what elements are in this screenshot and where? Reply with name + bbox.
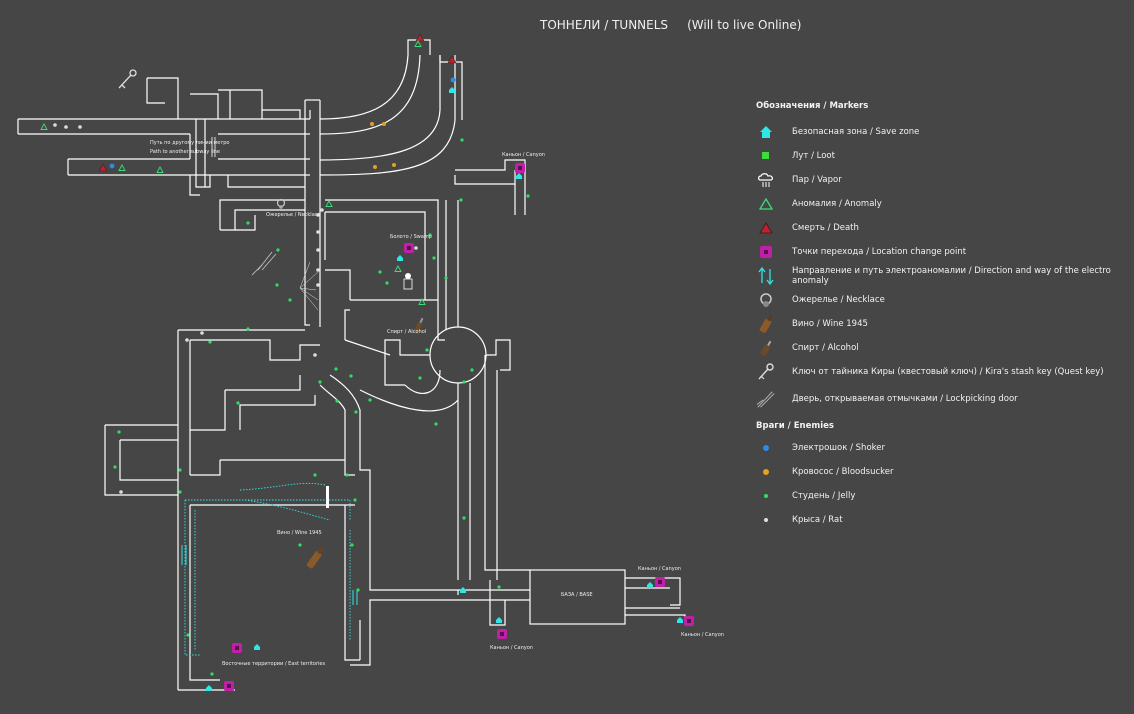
necklace-icon xyxy=(756,290,776,310)
key-icon xyxy=(118,69,137,89)
legend-item-wine: Вино / Wine 1945 xyxy=(756,312,1131,336)
east-territories-label: Восточные территории / East territories xyxy=(222,661,326,667)
legend-item-anomaly: Аномалия / Anomaly xyxy=(756,192,1131,216)
legend-item-loot: Лут / Loot xyxy=(756,144,1131,168)
necklace-icon xyxy=(276,198,286,209)
legend-item-location-change: Точки перехода / Location change point xyxy=(756,240,1131,264)
bloodsucker-icon xyxy=(756,462,776,482)
legend-item-alcohol: Спирт / Alcohol xyxy=(756,336,1131,360)
legend-item-vapor: Пар / Vapor xyxy=(756,168,1131,192)
lockpick-rays xyxy=(299,261,319,311)
canyon-bottom-label: Каньон / Canyon xyxy=(490,645,533,651)
tunnel-walls xyxy=(17,39,686,691)
shoker-icon xyxy=(756,438,776,458)
save-zone-icon xyxy=(756,122,776,142)
map-title: ТОННЕЛИ / TUNNELS (Will to live Online) xyxy=(540,18,802,32)
markers-heading: Обозначения / Markers xyxy=(756,101,869,111)
legend-item-rat: Крыса / Rat xyxy=(756,508,1131,532)
wine-icon xyxy=(756,314,776,334)
anomaly-icon xyxy=(756,194,776,214)
enemies-heading: Враги / Enemies xyxy=(756,421,834,431)
legend-item-death: Смерть / Death xyxy=(756,216,1131,240)
legend: Обозначения / Markers Безопасная зона / … xyxy=(756,98,1131,532)
wine-icon xyxy=(306,546,324,569)
death-icon xyxy=(756,218,776,238)
base-label: БАЗА / BASE xyxy=(561,592,593,598)
canyon-right-top-label: Каньон / Canyon xyxy=(638,566,681,572)
legend-item-shoker: Электрошок / Shoker xyxy=(756,436,1131,460)
wine-map-label: Вино / Wine 1945 xyxy=(277,530,322,536)
lockpick-icon xyxy=(251,251,277,276)
legend-item-bloodsucker: Кровосос / Bloodsucker xyxy=(756,460,1131,484)
legend-item-save-zone: Безопасная зона / Save zone xyxy=(756,120,1131,144)
legend-item-key: Ключ от тайника Киры (квестовый ключ) / … xyxy=(756,360,1131,384)
alcohol-icon xyxy=(413,317,424,335)
electro-paths xyxy=(184,482,351,656)
jelly-markers xyxy=(113,138,530,676)
alcohol-map-label: Спирт / Alcohol xyxy=(387,329,427,335)
loot-icon xyxy=(756,146,776,166)
location-change-icon xyxy=(756,242,776,262)
vapor-marker xyxy=(403,273,413,290)
alcohol-icon xyxy=(756,338,776,358)
legend-item-lockpick: Дверь, открываемая отмычками / Lockpicki… xyxy=(756,384,1131,414)
legend-item-electro: Направление и путь электроаномалии / Dir… xyxy=(756,264,1131,288)
vapor-icon xyxy=(756,170,776,190)
legend-item-jelly: Студень / Jelly xyxy=(756,484,1131,508)
key-icon xyxy=(756,362,776,382)
subway-path-label-ru: Путь по другому линии метро xyxy=(150,140,230,146)
canyon-right-bottom-label: Каньон / Canyon xyxy=(681,632,724,638)
canyon-top-label: Каньон / Canyon xyxy=(502,152,545,158)
electro-arrows xyxy=(181,545,358,605)
necklace-map-label: Ожерелье / Necklace xyxy=(266,212,321,218)
lockpick-icon xyxy=(756,389,776,409)
subway-path-label-en: Path to another subway line xyxy=(150,149,220,155)
electro-arrows-icon xyxy=(756,266,776,286)
rat-icon xyxy=(756,510,776,530)
legend-item-necklace: Ожерелье / Necklace xyxy=(756,288,1131,312)
jelly-icon xyxy=(756,486,776,506)
swamp-label: Болото / Swamp xyxy=(390,234,432,240)
